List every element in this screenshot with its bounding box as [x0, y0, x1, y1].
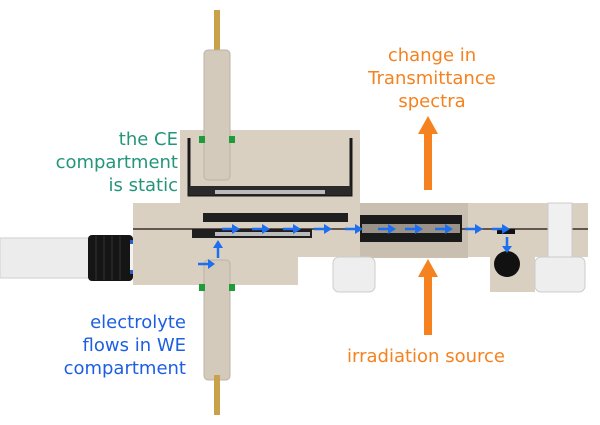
transmittance-label: change in Transmittance spectra	[362, 44, 502, 113]
irradiation-arrow	[418, 259, 438, 335]
electrode-rod	[199, 10, 235, 415]
we-flow-label: electrolyte flows in WE compartment	[64, 311, 186, 380]
flow-arrow-head	[232, 224, 240, 234]
fitting-screw	[332, 256, 376, 293]
ce-label-line: compartment	[55, 152, 178, 173]
inlet-tube	[0, 237, 96, 279]
flow-arrow-head	[388, 224, 396, 234]
flow-arrow-head	[445, 224, 453, 234]
transmittance-label-line: change in	[387, 45, 477, 66]
transmittance-label-line: spectra	[398, 91, 466, 112]
flow-arrow-head	[324, 224, 332, 234]
flow-arrow-head	[415, 224, 423, 234]
flow-arrow-head	[355, 224, 363, 234]
flow-arrow-head	[475, 224, 483, 234]
ce-label: the CE compartment is static	[56, 128, 178, 197]
flow-arrow-head	[293, 224, 301, 234]
flow-arrows	[198, 224, 512, 269]
transmittance-label-line: Transmittance	[368, 68, 496, 89]
we-label-line: compartment	[63, 358, 186, 379]
outlet-port	[494, 251, 520, 277]
flow-arrow-head	[502, 224, 510, 234]
we-label-line: flows in WE	[82, 335, 186, 356]
we-label-line: electrolyte	[90, 312, 186, 333]
ce-label-line: is static	[108, 175, 178, 196]
flow-arrow-head	[262, 224, 270, 234]
ce-label-line: the CE	[118, 129, 178, 150]
irradiation-label: irradiation source	[347, 346, 505, 367]
transmittance-arrow	[418, 116, 438, 190]
fitting-screw	[534, 202, 586, 293]
